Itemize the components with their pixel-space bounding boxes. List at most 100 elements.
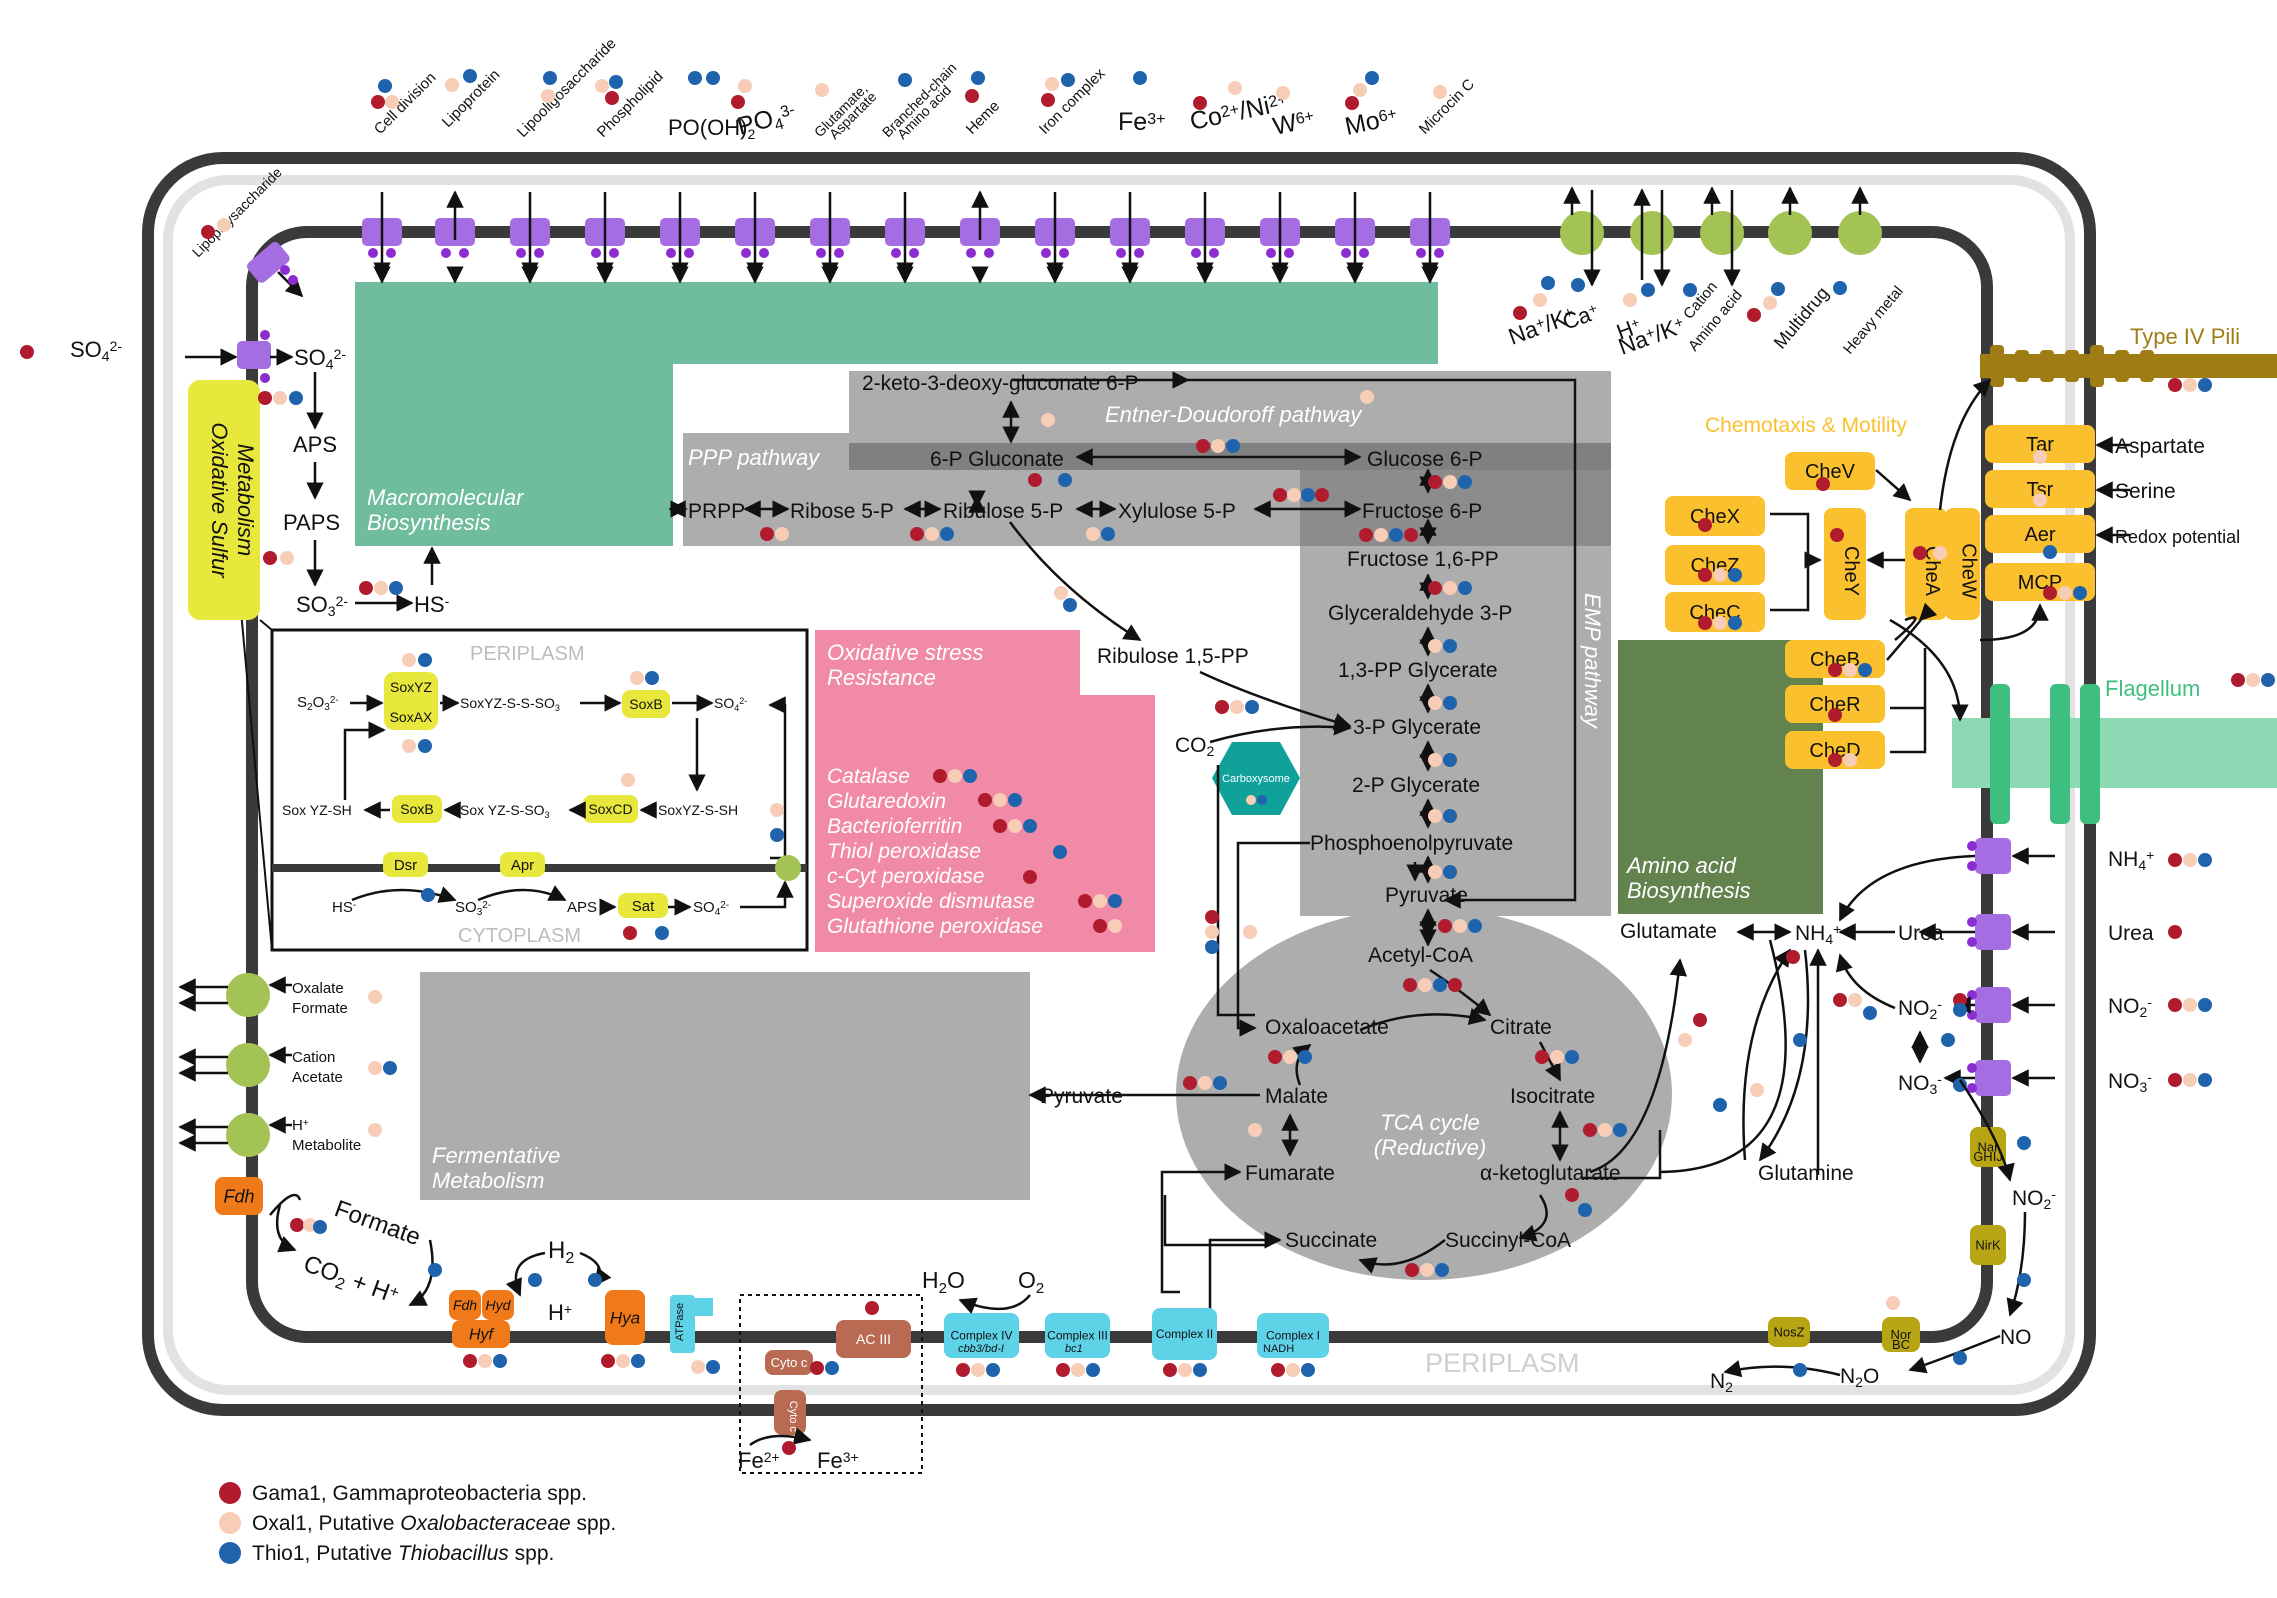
organism-dot	[1428, 639, 1442, 653]
complex-ii-label: Complex II	[1156, 1327, 1213, 1341]
organism-dot	[1008, 819, 1022, 833]
organism-dot	[1541, 276, 1555, 290]
transporter-subunit	[260, 330, 270, 340]
organism-dot	[706, 71, 720, 85]
label-bc1: bc1	[1065, 1343, 1083, 1355]
transporter-no3	[1975, 1060, 2011, 1096]
formate-to-fdhhyd	[408, 1239, 434, 1307]
fumarate-link	[1163, 1195, 1265, 1247]
organism-dot	[273, 391, 287, 405]
organism-dot	[385, 95, 399, 109]
nirk-label: NirK	[1975, 1238, 2001, 1253]
organism-dot	[1583, 1123, 1597, 1137]
label-phospholipid: Phospholipid	[594, 68, 667, 141]
atpase	[670, 1295, 695, 1353]
organism-dot	[1713, 616, 1727, 630]
label-fe3: Fe3+	[817, 1448, 859, 1473]
organism-dot	[1101, 527, 1115, 541]
fe-oxidation	[749, 1427, 812, 1447]
chev-label: CheV	[1805, 461, 1856, 483]
organism-dot	[368, 1061, 382, 1075]
transporter-subunit	[1059, 248, 1069, 258]
transporter-subunit	[516, 248, 526, 258]
organism-dot	[595, 79, 609, 93]
chey-cheb	[1894, 616, 1917, 641]
organism-dot	[631, 1354, 645, 1368]
organism-dot	[1793, 1033, 1807, 1047]
tsr-label: Tsr	[2027, 479, 2054, 501]
organism-dot	[1443, 865, 1457, 879]
akg-glutamate-link	[1582, 1130, 1662, 1180]
mcp-arrow	[1979, 603, 2049, 642]
ferment-channel	[226, 1113, 270, 1157]
organism-dot	[1056, 1363, 1070, 1377]
label-citrate: Citrate	[1490, 1016, 1552, 1039]
organism-dot	[421, 888, 435, 902]
label-soxyz-s-so3: Sox YZ-S-SO3	[460, 802, 550, 820]
organism-dot	[1698, 518, 1712, 532]
apr	[500, 852, 545, 877]
chex-group-bracket	[1770, 512, 1810, 612]
ppp-title: PPP pathway	[688, 445, 821, 470]
organism-dot	[898, 73, 912, 87]
organism-dot	[1843, 663, 1857, 677]
hyd-label: Hyd	[486, 1297, 512, 1313]
organism-dot	[1301, 488, 1315, 502]
label-h: H+	[1613, 313, 1644, 345]
emp-title: EMP pathway	[1580, 593, 1605, 730]
label-malate: Malate	[1265, 1085, 1328, 1108]
soxb-1-label: SoxB	[629, 696, 662, 712]
malate-to-oaa	[1292, 1043, 1312, 1086]
label-po-oh: PO(OH)2-	[668, 115, 760, 142]
cyto-c-1	[765, 1350, 813, 1375]
label-prpp: PRPP	[688, 500, 745, 523]
hyd	[482, 1290, 514, 1320]
label-f16: Fructose 1,6-PP	[1347, 548, 1499, 571]
label-urea-in: Urea	[1898, 922, 1944, 945]
organism-dot	[605, 91, 619, 105]
organism-dot	[623, 926, 637, 940]
organism-dot	[2168, 925, 2182, 939]
organism-dot	[601, 1354, 615, 1368]
organism-dot	[1533, 293, 1547, 307]
complex-iv-label: Complex IV	[950, 1329, 1012, 1343]
organism-dot	[1613, 1123, 1627, 1137]
fdh-to-co2	[275, 1204, 297, 1253]
akg-to-glutamate	[1589, 958, 1688, 1174]
dsr	[383, 852, 428, 877]
label-so4-in: SO42-	[294, 345, 346, 372]
organism-dot	[1693, 1013, 1707, 1027]
ox-stress-item: Bacterioferritin	[827, 815, 962, 838]
hyf-label: Hyf	[469, 1327, 495, 1344]
complex2-to-succinate	[1175, 1231, 1282, 1312]
complex-ii	[1152, 1308, 1217, 1360]
organism-dot	[1747, 308, 1761, 322]
label-so4-r: SO42-	[714, 695, 747, 713]
ox-stress-items: CatalaseGlutaredoxinBacterioferritinThio…	[827, 765, 1043, 938]
organism-dot	[280, 551, 294, 565]
organism-dot	[1345, 96, 1359, 110]
organism-dot	[1443, 475, 1457, 489]
pili-segment	[2065, 350, 2079, 382]
organism-dot	[1468, 919, 1482, 933]
organism-dot	[1933, 546, 1947, 560]
legend-label: Oxal1, Putative Oxalobacteraceae spp.	[252, 1512, 616, 1535]
label-kdpg: 2-keto-3-deoxy-gluconate 6-P	[862, 372, 1139, 395]
organism-dot	[2168, 998, 2182, 1012]
flagellum-signal	[1889, 618, 1969, 722]
organism-dot	[616, 1354, 630, 1368]
transporter-subunit	[1416, 248, 1426, 258]
organism-dot	[1196, 439, 1210, 453]
organism-dot	[428, 1263, 442, 1277]
transporter-subunit	[441, 248, 451, 258]
organism-dot	[1828, 663, 1842, 677]
organism-dot	[1230, 700, 1244, 714]
organism-dot	[971, 71, 985, 85]
label-g3p: Glyceraldehyde 3-P	[1328, 602, 1512, 625]
complex-iv	[944, 1313, 1019, 1358]
label-glutamate-n: Glutamate	[1620, 920, 1717, 943]
inset-cytoplasm: CYTOPLASM	[458, 925, 581, 947]
label-h-f: H+	[292, 1117, 309, 1134]
nosz-label: NosZ	[1773, 1325, 1804, 1340]
fdh-hyf	[449, 1290, 481, 1320]
